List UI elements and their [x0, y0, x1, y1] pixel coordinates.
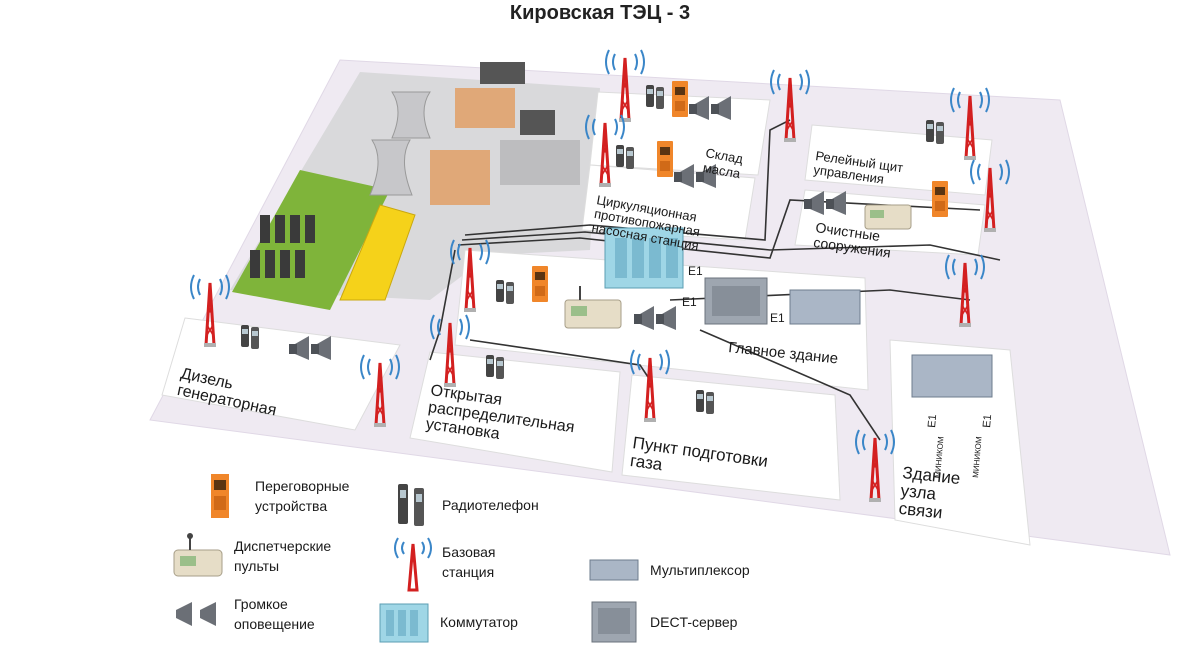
- radiotelephone-icon: [398, 484, 424, 526]
- minikom-label: МИНИКОМ: [933, 436, 946, 478]
- dect-server-icon: [704, 277, 768, 325]
- legend-item-loudspeaker: Громкое оповещение: [170, 590, 315, 638]
- legend-label: DECT-сервер: [650, 614, 738, 630]
- plant-structures: [430, 62, 580, 205]
- e1-label: E1: [688, 264, 703, 278]
- multiplexer-icon: [789, 289, 861, 325]
- e1-label: E1: [682, 295, 697, 309]
- dispatcher-console-icon: [564, 286, 622, 329]
- legend-label: Переговорные устройства: [255, 478, 350, 514]
- legend-item-dect-server: DECT-сервер: [586, 598, 737, 646]
- legend-item-multiplexer: Мультиплексор: [586, 546, 750, 594]
- intercom-icon: [211, 474, 229, 518]
- e1-label: E1: [981, 414, 994, 428]
- zone-label-oil-storage: Склад масла: [702, 145, 748, 182]
- legend-label: Диспетчерские пульты: [234, 538, 332, 574]
- switch-icon: [604, 227, 684, 289]
- cable-bundle: [429, 119, 1001, 441]
- zone-diesel: [161, 317, 401, 431]
- dect-server-icon: [591, 601, 637, 643]
- zone-label-comm-building: Здание узла связи: [898, 463, 966, 524]
- zone-gas-point: [621, 374, 841, 501]
- switch-icon: [379, 603, 429, 643]
- legend-item-intercom: Переговорные устройства: [195, 472, 349, 520]
- legend-label: Радиотелефон: [442, 497, 539, 513]
- minikom-label: МИНИКОМ: [971, 436, 984, 478]
- page-title: Кировская ТЭЦ - 3: [509, 2, 691, 24]
- dispatcher-console-icon: [864, 204, 912, 230]
- yellow-building: [339, 204, 416, 301]
- multiplexer-icon: [911, 354, 993, 398]
- legend-item-radiotelephone: Радиотелефон: [388, 480, 539, 530]
- legend-item-dispatcher: Диспетчерские пульты: [170, 532, 331, 580]
- cooling-towers: [369, 91, 431, 196]
- legend-label: Громкое оповещение: [234, 596, 315, 632]
- e1-label: E1: [926, 414, 939, 428]
- base-station-icon: [394, 537, 432, 592]
- intercom-icon: [532, 266, 548, 302]
- legend-item-base-station: Базовая станция: [388, 532, 496, 592]
- e1-label: E1: [770, 311, 785, 325]
- zone-outdoor-switchgear: [409, 351, 621, 473]
- intercom-icon: [672, 81, 688, 117]
- legend-label: Базовая станция: [442, 544, 496, 580]
- dispatcher-console-icon: [173, 533, 223, 577]
- legend-label: Коммутатор: [440, 614, 518, 630]
- intercom-icon: [657, 141, 673, 177]
- intercom-icon: [932, 181, 948, 217]
- multiplexer-icon: [589, 559, 639, 581]
- loudspeaker-icon: [176, 602, 216, 626]
- legend-label: Мультиплексор: [650, 562, 750, 578]
- solar-array: [250, 215, 315, 278]
- legend-item-switch: Коммутатор: [376, 598, 518, 646]
